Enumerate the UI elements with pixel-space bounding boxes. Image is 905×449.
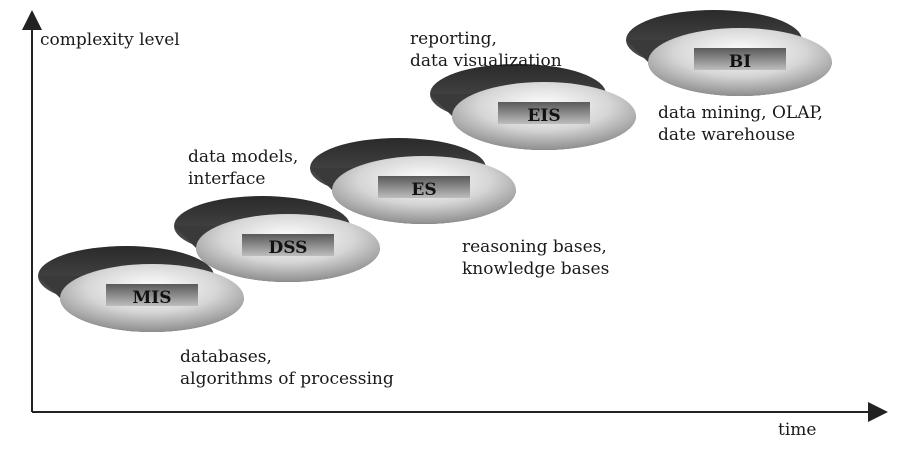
- x-axis-label: time: [778, 420, 817, 440]
- disk-band: [498, 102, 590, 124]
- disk-band: [242, 234, 334, 256]
- y-axis-label: complexity level: [40, 30, 180, 50]
- stage-label-bi: BI: [729, 52, 751, 72]
- stage-disk-bi: BI: [626, 10, 832, 96]
- disk-band: [106, 284, 198, 306]
- stage-label-mis: MIS: [132, 288, 171, 308]
- bi-annotation: data mining, OLAP, date warehouse: [658, 103, 823, 145]
- bi-top-annotation: reporting, data visualization: [410, 29, 562, 71]
- disk-band: [378, 176, 470, 198]
- stage-label-dss: DSS: [269, 238, 308, 258]
- stage-disk-mis: MIS: [38, 246, 244, 332]
- stage-disk-eis: EIS: [430, 64, 636, 150]
- es-annotation: data models, interface: [188, 147, 299, 189]
- stage-disk-es: ES: [310, 138, 516, 224]
- mis-annotation: databases, algorithms of processing: [180, 347, 394, 389]
- stage-label-eis: EIS: [527, 106, 560, 126]
- disk-band: [694, 48, 786, 70]
- eis-annotation: reasoning bases, knowledge bases: [462, 237, 610, 279]
- stage-label-es: ES: [411, 180, 436, 200]
- stage-disk-dss: DSS: [174, 196, 380, 282]
